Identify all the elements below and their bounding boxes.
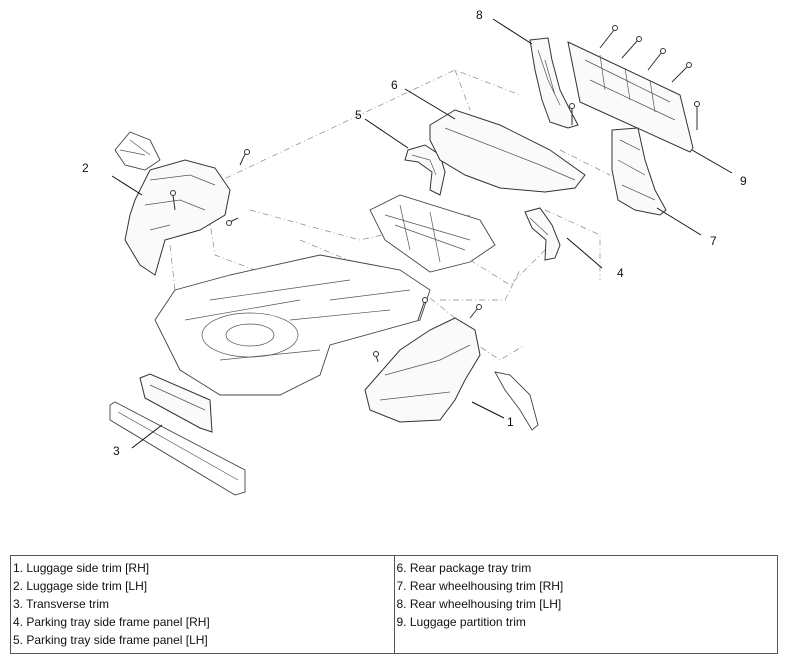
legend-column-left: 1. Luggage side trim [RH] 2. Luggage sid… [11,556,395,653]
callout-5: 5 [355,108,362,122]
callout-6: 6 [391,78,398,92]
legend-item-5: 5. Parking tray side frame panel [LH] [13,633,208,647]
part-parking-tray-side-frame-panel-rh [524,207,561,261]
legend-item-4: 4. Parking tray side frame panel [RH] [13,615,210,629]
part-rear-package-tray-trim [429,109,586,193]
legend-item-6: 6. Rear package tray trim [396,561,532,575]
part-luggage-partition-trim [567,41,694,153]
callout-3: 3 [113,444,120,458]
part-rear-wheelhousing-trim-lh [529,37,579,129]
part-luggage-side-trim-rh [364,317,539,431]
callout-4: 4 [617,266,624,280]
part-luggage-floor [154,254,431,396]
legend-item-8: 8. Rear wheelhousing trim [LH] [396,597,562,611]
part-transverse-trim [109,373,246,496]
fastener-bolts [170,25,700,363]
callout-2: 2 [82,161,89,175]
legend-item-9: 9. Luggage partition trim [396,615,526,629]
callout-8: 8 [476,8,483,22]
legend-item-7: 7. Rear wheelhousing trim [RH] [396,579,564,593]
callout-1: 1 [507,415,514,429]
callout-leaders [111,18,733,449]
parts-legend-table: 1. Luggage side trim [RH] 2. Luggage sid… [10,555,778,654]
part-parking-tray-center [369,194,496,273]
legend-item-2: 2. Luggage side trim [LH] [13,579,148,593]
callout-9: 9 [740,174,747,188]
part-rear-wheelhousing-trim-rh [611,127,667,216]
part-luggage-side-trim-lh [114,131,231,276]
exploded-parts-diagram: 1 2 3 4 5 6 7 8 9 [82,8,747,496]
callout-labels: 1 2 3 4 5 6 7 8 9 [82,8,747,458]
legend-column-right: 6. Rear package tray trim 7. Rear wheelh… [395,556,778,653]
legend-item-1: 1. Luggage side trim [RH] [13,561,150,575]
callout-7: 7 [710,234,717,248]
legend-item-3: 3. Transverse trim [13,597,110,611]
part-parking-tray-side-frame-panel-lh [404,144,446,196]
